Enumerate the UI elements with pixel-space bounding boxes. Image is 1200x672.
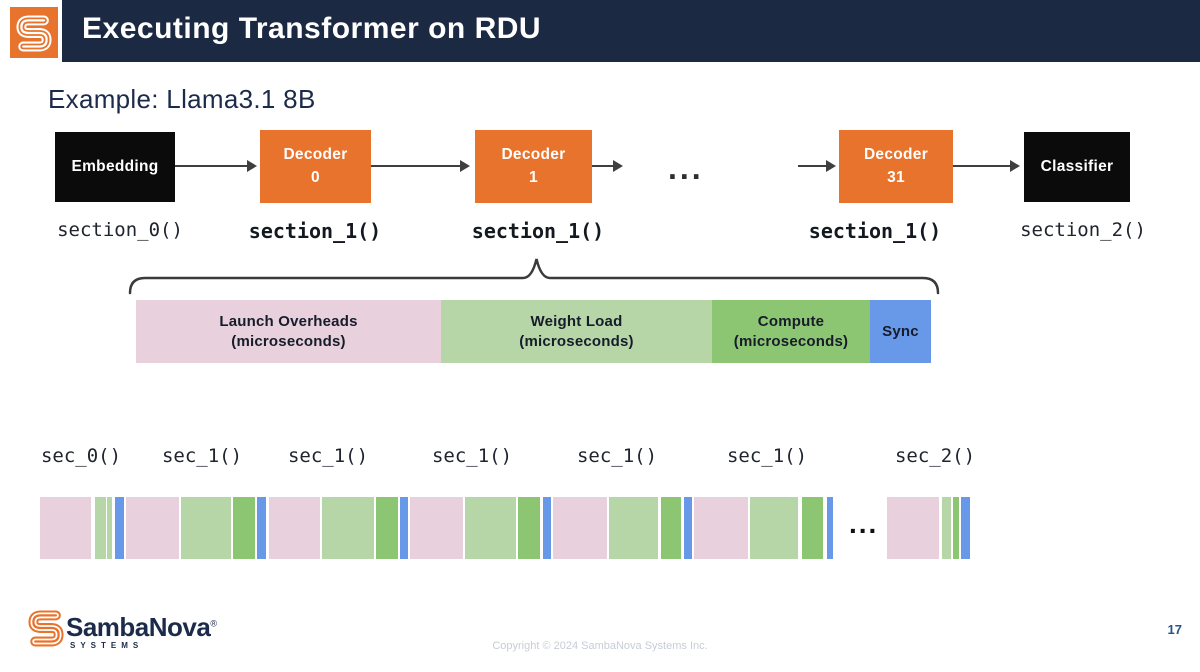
timeline-segment-lightgreen <box>750 497 798 559</box>
copyright-text: Copyright © 2024 SambaNova Systems Inc. <box>492 640 708 652</box>
timeline-segment-pink <box>269 497 320 559</box>
registered-mark: ® <box>210 618 217 629</box>
timeline-segment-blue <box>115 497 124 559</box>
flow-arrow-icon <box>371 160 470 172</box>
legend-segment-compute: Compute (microseconds) <box>712 300 870 363</box>
timeline-segment-darkgreen <box>802 497 823 559</box>
timeline-segment-blue <box>257 497 266 559</box>
page-title: Executing Transformer on RDU <box>82 12 542 45</box>
brand-name: SambaNova <box>66 612 211 642</box>
timeline-segment-pink <box>40 497 91 559</box>
timeline-segment-lightgreen <box>95 497 106 559</box>
timeline-ellipsis: ... <box>849 508 879 539</box>
timeline-segment-pink <box>694 497 748 559</box>
timeline-segment-blue <box>684 497 692 559</box>
section-label: section_1() <box>808 219 942 243</box>
section-label: section_0() <box>57 219 183 241</box>
timeline-section-label: sec_1() <box>431 445 513 467</box>
flow-arrow-icon <box>175 160 257 172</box>
pipeline-box-decoder-0: Decoder 0 <box>260 130 371 203</box>
timeline-section-label: sec_1() <box>726 445 808 467</box>
timeline-segment-blue <box>827 497 833 559</box>
timeline-segment-lightgreen <box>465 497 516 559</box>
timeline-segment-lightgreen <box>942 497 951 559</box>
timeline-segment-blue <box>961 497 970 559</box>
pipeline-box-decoder-1: Decoder 1 <box>475 130 592 203</box>
timeline-segment-darkgreen <box>953 497 959 559</box>
flow-arrow-icon <box>592 160 623 172</box>
page-number: 17 <box>1167 622 1182 637</box>
brace-icon <box>128 258 940 295</box>
pipeline-box-embedding: Embedding <box>55 132 175 202</box>
timeline-segment-darkgreen <box>518 497 540 559</box>
timeline-section-label: sec_1() <box>161 445 243 467</box>
flow-arrow-icon <box>953 160 1020 172</box>
timeline-segment-darkgreen <box>661 497 681 559</box>
flow-arrow-icon <box>798 160 836 172</box>
sambanova-logo-icon <box>10 7 58 58</box>
timeline-segment-lightgreen <box>322 497 374 559</box>
legend-segment-launch-overheads: Launch Overheads (microseconds) <box>136 300 441 363</box>
example-subtitle: Example: Llama3.1 8B <box>48 84 316 114</box>
pipeline-box-classifier: Classifier <box>1024 132 1130 202</box>
brand-wordmark: SambaNova® <box>66 612 217 643</box>
timeline-segment-darkgreen <box>233 497 255 559</box>
timeline-section-label: sec_2() <box>894 445 976 467</box>
timeline-segment-pink <box>887 497 939 559</box>
timeline-segment-lightgreen <box>181 497 231 559</box>
timeline-segment-blue <box>543 497 551 559</box>
timeline-segment-darkgreen <box>376 497 398 559</box>
sambanova-s-glyph <box>28 610 64 647</box>
brand-systems-label: SYSTEMS <box>70 641 144 650</box>
timeline-segment-pink <box>410 497 463 559</box>
pipeline-ellipsis: ... <box>668 150 704 186</box>
sambanova-s-glyph <box>16 14 52 51</box>
timeline-segment-pink <box>126 497 179 559</box>
timeline-section-label: sec_1() <box>287 445 369 467</box>
legend-segment-sync: Sync <box>870 300 931 363</box>
timeline-section-label: sec_1() <box>576 445 658 467</box>
timeline-section-label: sec_0() <box>40 445 122 467</box>
timeline-segment-lightgreen <box>609 497 658 559</box>
section-label: section_2() <box>1020 219 1146 241</box>
timeline-segment-lightgreen <box>107 497 112 559</box>
section-label: section_1() <box>471 219 605 243</box>
legend-bar: Launch Overheads (microseconds)Weight Lo… <box>136 300 931 363</box>
pipeline-box-decoder-31: Decoder 31 <box>839 130 953 203</box>
section-label: section_1() <box>248 219 382 243</box>
timeline-segment-blue <box>400 497 408 559</box>
sambanova-footer-logo-icon <box>28 608 64 653</box>
header-bar: Executing Transformer on RDU <box>62 0 1200 62</box>
timeline-segment-pink <box>553 497 607 559</box>
legend-segment-weight-load: Weight Load (microseconds) <box>441 300 712 363</box>
